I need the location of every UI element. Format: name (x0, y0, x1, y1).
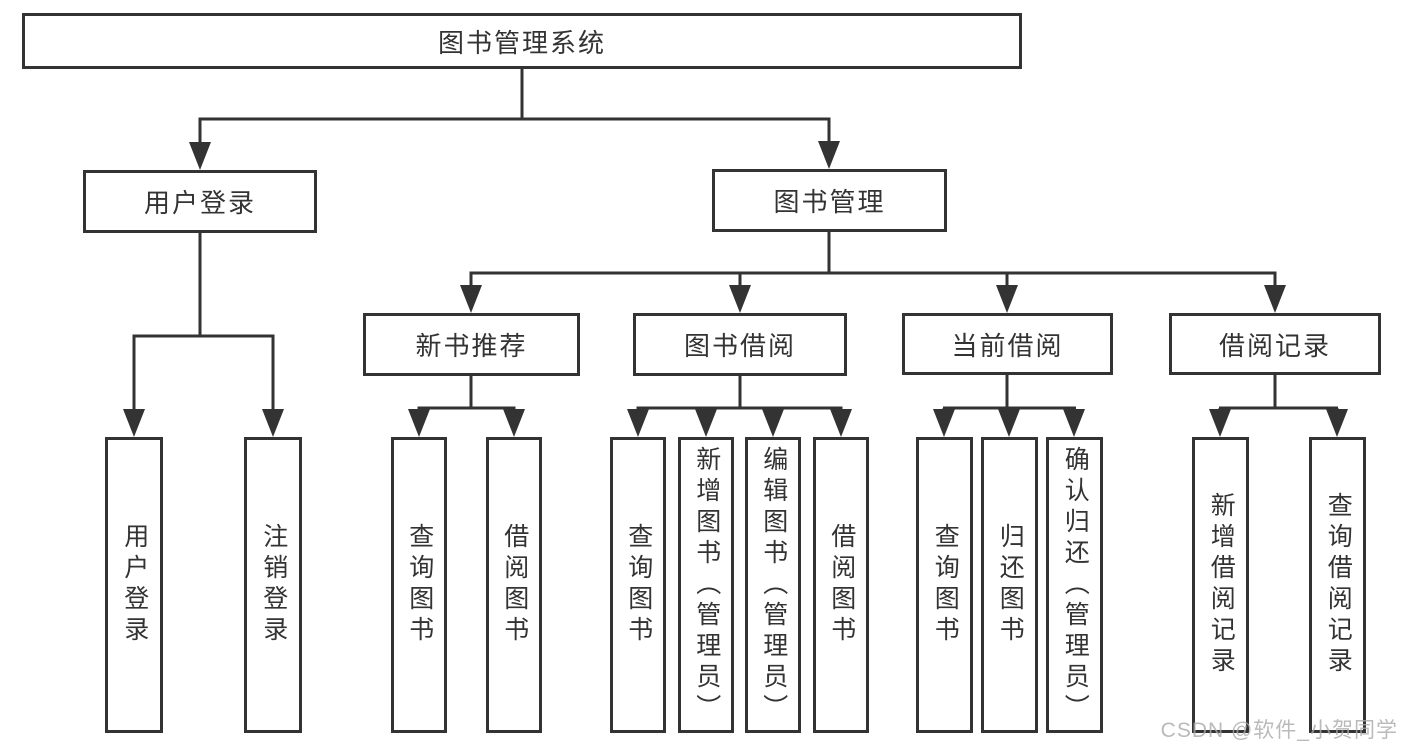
leaf-query-books-current: 查询图书 (916, 437, 973, 733)
node-new-book-recommendation: 新书推荐 (363, 313, 580, 376)
connector-borrowing-split (627, 374, 852, 437)
leaf-add-books-admin: 新增图书（管理员） (678, 437, 734, 733)
node-user-login: 用户登录 (83, 170, 317, 233)
leaf-add-borrow-record: 新增借阅记录 (1192, 437, 1249, 733)
connector-current-split (933, 374, 1085, 437)
leaf-label: 查询借阅记录 (1324, 492, 1353, 678)
leaf-label: 新增图书（管理员） (692, 445, 721, 725)
leaf-label: 确认归还（管理员） (1061, 445, 1090, 725)
leaf-edit-books-admin: 编辑图书（管理员） (745, 437, 801, 733)
leaf-label: 查询图书 (624, 523, 653, 647)
leaf-confirm-return-admin: 确认归还（管理员） (1046, 437, 1103, 733)
leaf-label: 借阅图书 (500, 523, 529, 647)
leaf-label: 编辑图书（管理员） (759, 445, 788, 725)
node-book-borrowing: 图书借阅 (633, 313, 847, 376)
leaf-label: 借阅图书 (827, 523, 856, 647)
leaf-user-login: 用户登录 (105, 437, 163, 733)
connector-records-split (1209, 374, 1348, 437)
leaf-label: 注销登录 (259, 523, 288, 647)
leaf-label: 归还图书 (996, 523, 1025, 647)
node-borrowing-records: 借阅记录 (1169, 313, 1381, 375)
connector-login-split (123, 231, 284, 437)
leaf-borrow-books-recommendation: 借阅图书 (486, 437, 542, 733)
connector-management-split (460, 230, 1286, 313)
leaf-label: 用户登录 (120, 523, 149, 647)
watermark: CSDN @软件_小贺同学 (1160, 719, 1398, 742)
leaf-query-borrow-record: 查询借阅记录 (1309, 437, 1366, 733)
leaf-query-books-recommendation: 查询图书 (391, 437, 447, 733)
leaf-borrow-books-borrowing: 借阅图书 (813, 437, 869, 733)
leaf-logout: 注销登录 (244, 437, 302, 733)
leaf-label: 查询图书 (931, 523, 960, 647)
node-current-borrowing: 当前借阅 (902, 313, 1113, 375)
connector-root-split (189, 67, 840, 170)
leaf-label: 新增借阅记录 (1207, 492, 1236, 678)
node-library-management-system: 图书管理系统 (22, 13, 1022, 69)
leaf-query-books-borrowing: 查询图书 (610, 437, 666, 733)
leaf-label: 查询图书 (405, 523, 434, 647)
connector-recommendation-split (408, 374, 525, 437)
node-book-management: 图书管理 (712, 169, 947, 232)
leaf-return-books: 归还图书 (981, 437, 1038, 733)
